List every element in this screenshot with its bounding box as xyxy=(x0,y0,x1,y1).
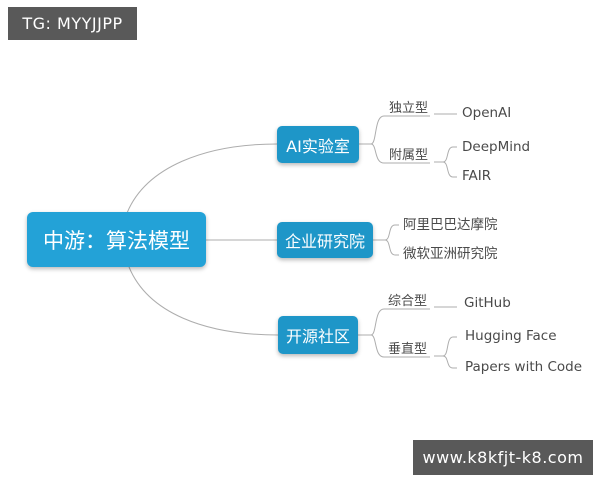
connector-oss-to-comprehensive xyxy=(358,308,430,336)
type-node-independent[interactable]: 独立型 xyxy=(389,101,429,116)
leaf-node-papers-with-code[interactable]: Papers with Code xyxy=(465,359,583,375)
branch-ai-lab-label: AI实验室 xyxy=(286,136,350,156)
type-node-vertical[interactable]: 垂直型 xyxy=(388,342,428,357)
leaf-node-fair[interactable]: FAIR xyxy=(462,168,492,184)
connector-corp-to-msra xyxy=(384,239,399,256)
watermark-bottom-text: www.k8kfjt-k8.com xyxy=(422,448,584,467)
watermark-bottom-badge: www.k8kfjt-k8.com xyxy=(413,440,593,475)
branch-oss-label: 开源社区 xyxy=(285,327,350,346)
watermark-top-badge: TG: MYYJJPP xyxy=(8,7,137,40)
connector-corp-to-damo xyxy=(384,224,399,241)
connector-root-to-ai-lab xyxy=(126,143,278,214)
leaf-node-msr-asia[interactable]: 微软亚洲研究院 xyxy=(403,246,498,262)
branch-node-open-source[interactable]: 开源社区 xyxy=(278,316,358,354)
leaf-node-openai[interactable]: OpenAI xyxy=(462,105,512,121)
connector-root-to-open-source xyxy=(128,266,279,336)
leaf-node-github[interactable]: GitHub xyxy=(464,295,511,311)
root-node-midstream-algorithm-models[interactable]: 中游：算法模型 xyxy=(27,212,206,267)
leaf-node-deepmind[interactable]: DeepMind xyxy=(462,139,531,155)
watermark-top-text: TG: MYYJJPP xyxy=(22,14,123,33)
connector-vertical-to-huggingface xyxy=(442,336,457,357)
branch-corp-label: 企业研究院 xyxy=(284,232,365,251)
branch-node-corp-institute[interactable]: 企业研究院 xyxy=(277,222,373,258)
branch-node-ai-lab[interactable]: AI实验室 xyxy=(277,126,359,163)
leaf-node-alibaba-damo[interactable]: 阿里巴巴达摩院 xyxy=(403,217,498,233)
connector-affiliated-to-deepmind xyxy=(442,146,457,163)
root-node-label: 中游：算法模型 xyxy=(43,228,190,253)
type-node-affiliated[interactable]: 附属型 xyxy=(389,148,429,163)
connector-affiliated-to-fair xyxy=(442,161,457,178)
leaf-node-hugging-face[interactable]: Hugging Face xyxy=(465,328,557,344)
connector-ai-lab-to-independent xyxy=(359,115,430,145)
type-node-comprehensive[interactable]: 综合型 xyxy=(388,294,428,309)
connector-vertical-to-paperswithcode xyxy=(442,355,457,369)
